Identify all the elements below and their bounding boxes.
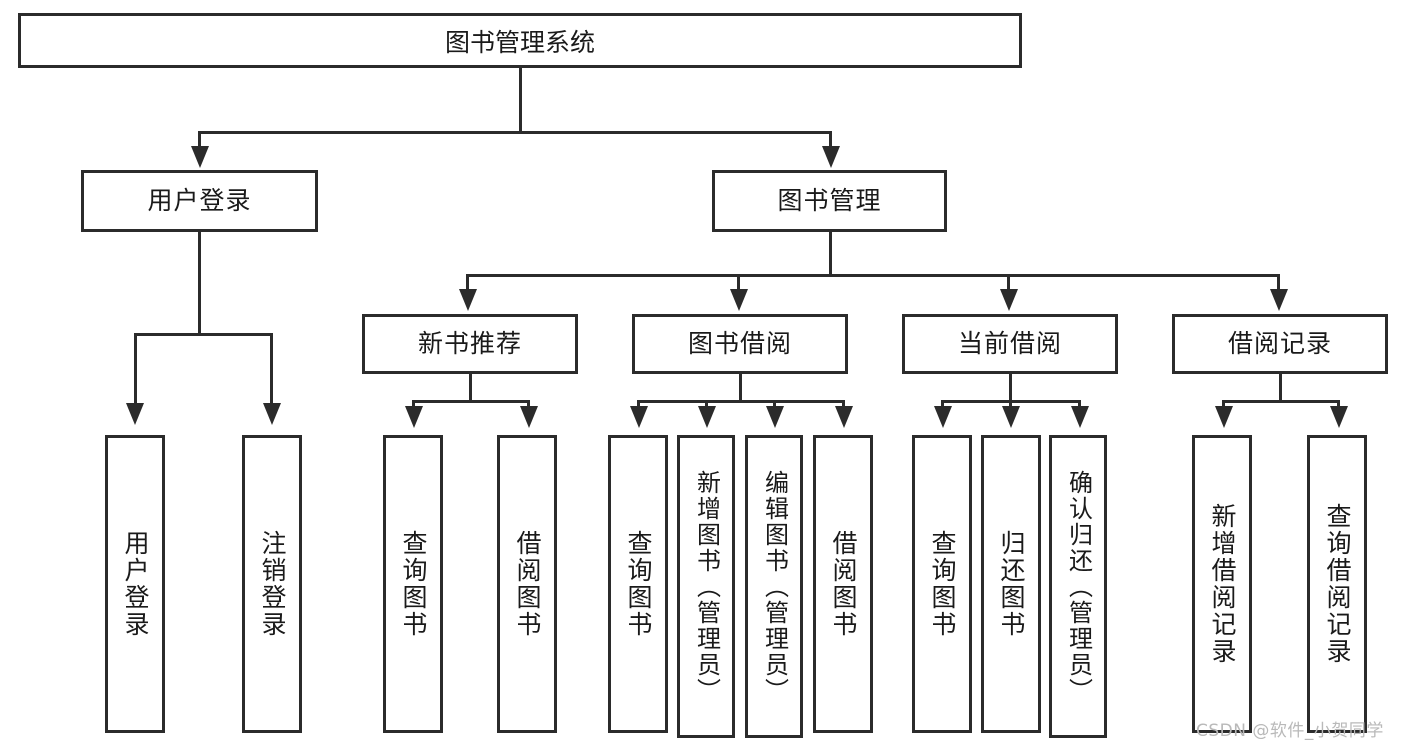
arrow-root-to-book-manage [822,146,840,168]
edge-current-borrow-to-leaf-1 [1009,400,1012,408]
arrow-root-to-user-login [191,146,209,168]
edge-root-to-user-login [198,131,201,149]
edge-book-manage-to-child-2 [1007,274,1010,292]
arrow-current-borrow-to-leaf-1 [1002,406,1020,428]
leaf-borrow-record-1[interactable]: 查询借阅记录 [1307,435,1367,733]
edge-book-manage-fanbar [466,274,1280,277]
edge-new-book-fanbar [412,400,530,403]
edge-root-fanbar [198,131,832,134]
node-new-book-recommend[interactable]: 新书推荐 [362,314,578,374]
leaf-book-borrow-0[interactable]: 查询图书 [608,435,668,733]
edge-current-borrow-to-leaf-0 [941,400,944,408]
node-label: 新增借阅记录 [1208,503,1237,665]
arrow-current-borrow-to-leaf-0 [934,406,952,428]
node-label: 注销登录 [258,530,287,638]
node-label: 借阅图书 [829,530,858,638]
leaf-new-book-1[interactable]: 借阅图书 [497,435,557,733]
edge-current-borrow-stem [1009,374,1012,402]
node-label: 新书推荐 [417,329,522,359]
edge-book-manage-to-child-1 [737,274,740,292]
edge-book-borrow-stem [739,374,742,402]
arrow-book-borrow-to-leaf-2 [766,406,784,428]
leaf-current-borrow-0[interactable]: 查询图书 [912,435,972,733]
node-label: 归还图书 [997,530,1026,638]
arrow-current-borrow-to-leaf-2 [1071,406,1089,428]
node-label: 编辑图书（管理员） [760,469,789,704]
node-label: 查询图书 [399,530,428,638]
leaf-current-borrow-2[interactable]: 确认归还（管理员） [1049,435,1107,738]
edge-user-login-to-leaf-0 [134,333,137,405]
arrow-book-manage-to-child-3 [1270,289,1288,311]
node-label: 用户登录 [147,186,252,216]
node-borrow-record[interactable]: 借阅记录 [1172,314,1388,374]
arrow-book-manage-to-child-2 [1000,289,1018,311]
leaf-new-book-0[interactable]: 查询图书 [383,435,443,733]
edge-borrow-record-fanbar [1222,400,1340,403]
node-label: 查询图书 [624,530,653,638]
node-label: 当前借阅 [957,329,1062,359]
node-label: 图书管理 [777,186,882,216]
edge-root-stem [519,68,522,131]
edge-borrow-record-to-leaf-0 [1222,400,1225,408]
arrow-new-book-to-leaf-1 [520,406,538,428]
arrow-borrow-record-to-leaf-0 [1215,406,1233,428]
node-label: 图书借阅 [687,329,792,359]
edge-new-book-to-leaf-0 [412,400,415,408]
arrow-new-book-to-leaf-0 [405,406,423,428]
arrow-book-borrow-to-leaf-3 [835,406,853,428]
node-book-management[interactable]: 图书管理 [712,170,947,232]
edge-book-borrow-to-leaf-0 [637,400,640,408]
node-label: 用户登录 [121,530,150,638]
edge-user-login-to-leaf-1 [270,333,273,405]
edge-new-book-stem [469,374,472,402]
edge-borrow-record-to-leaf-1 [1337,400,1340,408]
edge-book-borrow-fanbar [637,400,845,403]
node-current-borrow[interactable]: 当前借阅 [902,314,1118,374]
edge-book-manage-to-child-0 [466,274,469,292]
node-label: 查询借阅记录 [1323,503,1352,665]
leaf-book-borrow-2[interactable]: 编辑图书（管理员） [745,435,803,738]
node-user-login[interactable]: 用户登录 [81,170,318,232]
leaf-current-borrow-1[interactable]: 归还图书 [981,435,1041,733]
node-label: 查询图书 [928,530,957,638]
edge-book-manage-to-child-3 [1277,274,1280,292]
edge-book-borrow-to-leaf-2 [773,400,776,408]
node-book-borrow[interactable]: 图书借阅 [632,314,848,374]
arrow-book-borrow-to-leaf-1 [698,406,716,428]
node-label: 借阅记录 [1227,329,1332,359]
edge-book-borrow-to-leaf-1 [705,400,708,408]
edge-book-manage-stem [829,232,832,276]
leaf-user-login-1[interactable]: 注销登录 [242,435,302,733]
leaf-book-borrow-3[interactable]: 借阅图书 [813,435,873,733]
node-label: 借阅图书 [513,530,542,638]
node-label: 确认归还（管理员） [1064,469,1093,704]
leaf-book-borrow-1[interactable]: 新增图书（管理员） [677,435,735,738]
edge-current-borrow-to-leaf-2 [1078,400,1081,408]
arrow-user-login-to-leaf-1 [263,403,281,425]
edge-root-to-book-manage [829,131,832,149]
edge-borrow-record-stem [1279,374,1282,402]
leaf-borrow-record-0[interactable]: 新增借阅记录 [1192,435,1252,733]
edge-new-book-to-leaf-1 [527,400,530,408]
edge-user-login-stem [198,232,201,335]
arrow-book-manage-to-child-0 [459,289,477,311]
watermark-credit: CSDN @软件_小贺同学 [1196,721,1384,741]
arrow-book-borrow-to-leaf-0 [630,406,648,428]
edge-user-login-fanbar [134,333,273,336]
node-root-system[interactable]: 图书管理系统 [18,13,1022,68]
arrow-book-manage-to-child-1 [730,289,748,311]
node-label: 图书管理系统 [444,27,595,57]
node-label: 新增图书（管理员） [692,469,721,704]
arrow-user-login-to-leaf-0 [126,403,144,425]
leaf-user-login-0[interactable]: 用户登录 [105,435,165,733]
edge-book-borrow-to-leaf-3 [842,400,845,408]
arrow-borrow-record-to-leaf-1 [1330,406,1348,428]
